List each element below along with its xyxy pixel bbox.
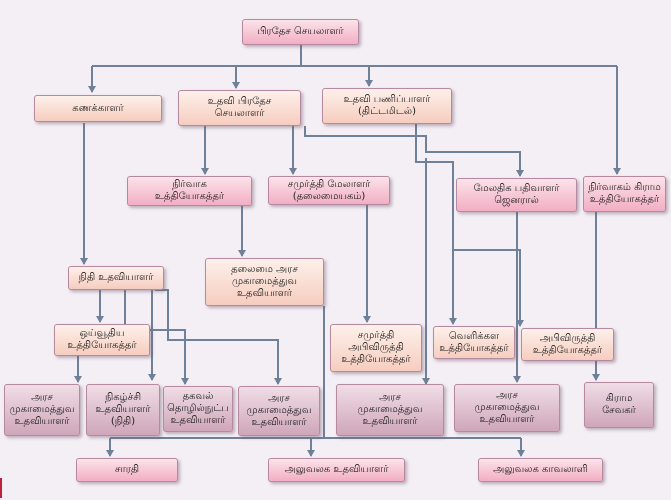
connector-finance-ma2	[155, 289, 282, 385]
connector-bus-top	[92, 45, 617, 67]
node-grama-niladhari-admin: நிர்வாகம் கிராம உத்தியோகத்தர்	[583, 176, 666, 212]
node-assistant-divisional-secretary: உதவி பிரதேச செயலாளர்	[178, 90, 301, 126]
node-management-assistant-2: அரச முகாமைத்துவ உதவியாளர்	[238, 386, 320, 436]
node-foreign-employment-officer: வெளிக்கள உத்தியோகத்தர்	[433, 326, 515, 359]
node-driver: சாரதி	[76, 458, 178, 482]
left-edge-marker	[0, 478, 2, 498]
node-assistant-director-planning: உதவி பணிப்பாளர் (திட்டமிடல்)	[322, 88, 452, 124]
node-divisional-secretary: பிரதேச செயலாளர்	[242, 19, 359, 45]
node-office-watcher: அலுவலக காவலாளி	[478, 458, 603, 482]
connector-finance-it	[124, 290, 189, 385]
node-grama-sevaka: கிராம சேவகர்	[584, 382, 654, 428]
node-management-assistant-4: அரச முகாமைத்துவ உதவியாளர்	[454, 384, 560, 432]
connector-asst-registrar	[304, 126, 524, 177]
connector-director-down	[415, 124, 524, 327]
node-accountant: கணக்காளர்	[34, 95, 162, 122]
node-finance-assistant: நிதி உதவியாளர்	[68, 266, 164, 290]
node-office-assistant: அலுவலக உதவியாளர்	[268, 458, 405, 482]
node-chief-management-assistant: தலைமை அரச முகாமைத்துவ உதவியாளர்	[205, 258, 324, 306]
node-samurdhi-development-officer: சமுர்த்தி அபிவிருத்தி உத்தியோகத்தர்	[330, 324, 422, 372]
node-management-assistant-3: அரச முகாமைத்துவ உதவியாளர்	[336, 384, 444, 436]
node-it-assistant: தகவல் தொழில்நுட்ப உதவியாளர்	[163, 386, 233, 432]
node-development-officer: அபிவிருத்தி உத்தியோகத்தர்	[521, 328, 614, 361]
node-samurdhi-manager: சமுர்த்தி மேலாளர் (தலைமையகம்)	[268, 176, 390, 205]
node-management-assistant-1: அரச முகாமைத்துவ உதவியாளர்	[4, 384, 80, 436]
connector-chief-bottom	[110, 306, 521, 439]
node-pension-officer: ஒய்வூதிய உத்தியோகத்தர்	[54, 324, 150, 356]
node-additional-registrar-general: மேலதிக பதிவாளர் ஜெனரால்	[456, 178, 577, 212]
node-administrative-officer: நிர்வாக உத்தியோகத்தர்	[127, 176, 252, 206]
node-program-assistant-finance: நிகழ்ச்சி உதவியாளர் (நிதி)	[86, 384, 160, 436]
